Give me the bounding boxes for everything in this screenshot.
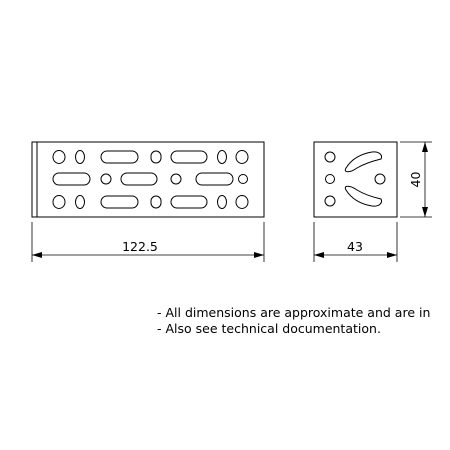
round-hole xyxy=(52,195,66,209)
round-hole xyxy=(324,151,336,163)
height-dimension-label: 40 xyxy=(408,172,423,188)
curved-slot xyxy=(344,185,382,207)
round-hole xyxy=(374,173,386,185)
long-slot xyxy=(120,172,158,186)
width-dimension xyxy=(313,222,398,262)
curved-slot xyxy=(344,151,382,173)
round-hole xyxy=(324,195,336,207)
length-dimension xyxy=(31,222,265,262)
length-dimension-label: 122.5 xyxy=(122,239,158,254)
short-slot xyxy=(150,195,162,209)
long-slot xyxy=(100,150,139,164)
side-view xyxy=(313,141,398,218)
round-hole xyxy=(235,195,249,209)
round-hole xyxy=(170,173,182,185)
short-slot xyxy=(150,150,162,164)
round-hole xyxy=(52,150,66,164)
side-view-outline xyxy=(313,141,398,218)
round-hole xyxy=(325,174,335,184)
long-slot xyxy=(170,195,208,209)
round-hole xyxy=(217,150,227,164)
round-hole xyxy=(238,174,248,184)
long-slot xyxy=(100,195,139,209)
round-hole xyxy=(235,150,249,164)
long-slot xyxy=(195,172,234,186)
round-hole xyxy=(75,195,85,209)
height-dimension xyxy=(400,141,432,218)
front-view-outline xyxy=(31,141,265,218)
long-slot xyxy=(170,150,208,164)
round-hole xyxy=(217,195,227,209)
round-hole xyxy=(100,173,112,185)
width-dimension-label: 43 xyxy=(347,239,363,254)
round-hole xyxy=(75,150,85,164)
front-view xyxy=(31,141,265,218)
long-slot xyxy=(52,172,91,186)
note-approximate-dimensions: - All dimensions are approximate and are… xyxy=(157,305,431,320)
note-technical-documentation: - Also see technical documentation. xyxy=(157,321,381,336)
